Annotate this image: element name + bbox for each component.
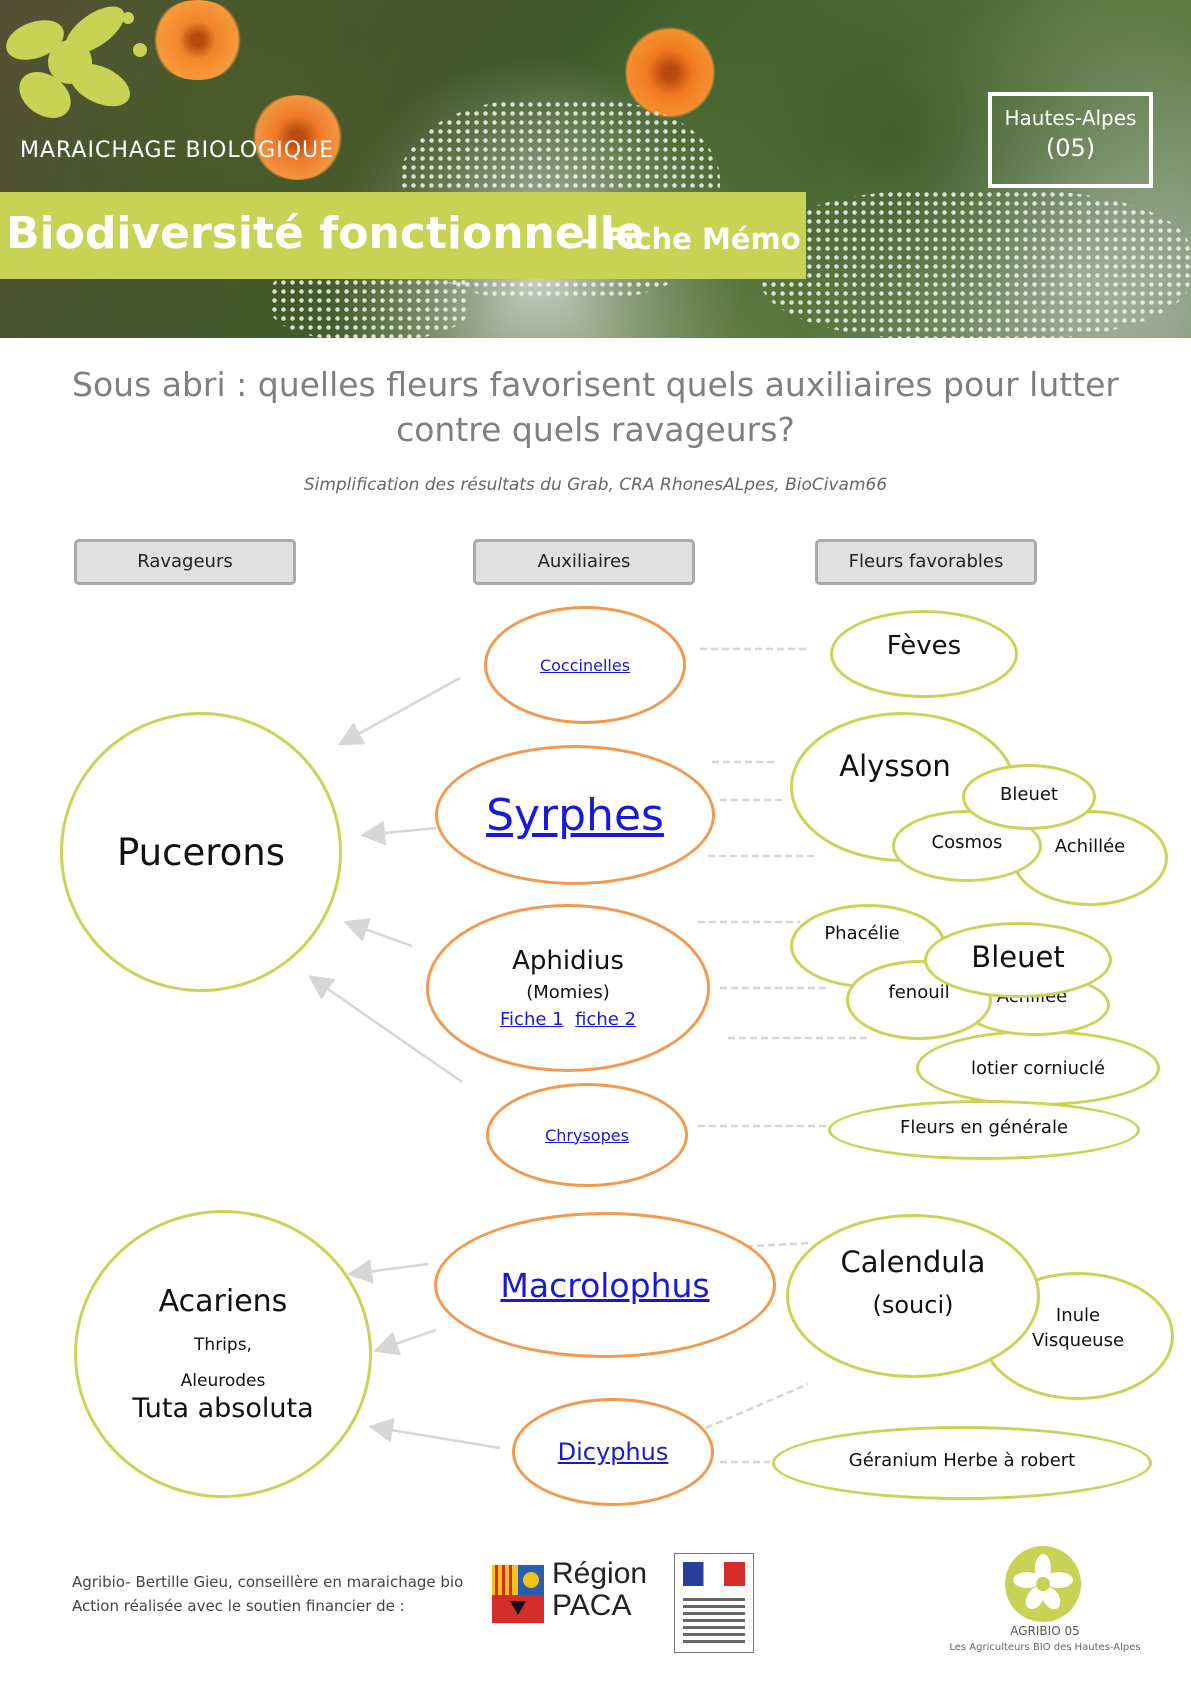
orange-flower-2 bbox=[250, 95, 345, 180]
column-header-ravageurs: Ravageurs bbox=[74, 539, 296, 585]
fleur-visqueuse-label: Visqueuse bbox=[1031, 1330, 1125, 1351]
region-name: Hautes-Alpes bbox=[1004, 106, 1137, 130]
fleur-achillee-label: Achillée bbox=[1054, 835, 1126, 857]
arrow-coccinelles-pucerons bbox=[337, 676, 461, 746]
main-question: Sous abri : quelles fleurs favorisent qu… bbox=[72, 365, 1119, 449]
link-macrolophus[interactable]: Macrolophus bbox=[500, 1265, 710, 1305]
ravageur-acariens: Acariens Thrips, Aleurodes Tuta absoluta bbox=[74, 1210, 372, 1498]
ministry-logo-icon bbox=[674, 1553, 754, 1653]
page-title: Biodiversité fonctionnelle bbox=[6, 208, 645, 259]
paca-line-1: Région bbox=[552, 1557, 648, 1590]
fleur-fenouil-label: fenouil bbox=[888, 981, 950, 1003]
arrow-macrolophus-acariens-1 bbox=[347, 1258, 429, 1284]
fleur-bleuet-label: Bleuet bbox=[1000, 783, 1058, 805]
fleur-souci-label: (souci) bbox=[872, 1291, 954, 1319]
orange-flower-1 bbox=[150, 0, 245, 80]
fleur-phacelie-label: Phacélie bbox=[824, 922, 900, 944]
paca-wordmark: Région PACA bbox=[552, 1558, 647, 1622]
arrow-syrphes-pucerons bbox=[360, 820, 437, 846]
ravageur-pucerons: Pucerons bbox=[60, 712, 342, 992]
fleur-bleuet: Bleuet bbox=[962, 764, 1096, 830]
auxiliaire-dicyphus[interactable]: Dicyphus bbox=[512, 1398, 714, 1506]
paca-line-2: PACA bbox=[552, 1589, 632, 1622]
ravageur-thrips-label: Thrips, bbox=[194, 1335, 252, 1355]
fleur-generale: Fleurs en générale bbox=[828, 1100, 1140, 1160]
auxiliaire-syrphes[interactable]: Syrphes bbox=[435, 745, 715, 885]
source-note: Simplification des résultats du Grab, CR… bbox=[303, 475, 888, 495]
ravageur-aleurodes-label: Aleurodes bbox=[180, 1371, 266, 1391]
agribio-logo-icon bbox=[1005, 1546, 1081, 1622]
arrow-aphidius-pucerons bbox=[343, 918, 413, 948]
fleur-alysson-label: Alysson bbox=[839, 749, 951, 783]
fleur-geranium: Géranium Herbe à robert bbox=[772, 1426, 1152, 1500]
credit-line-2: Action réalisée avec le soutien financie… bbox=[72, 1597, 405, 1615]
fleur-calendula-label: Calendula bbox=[840, 1245, 986, 1279]
white-flowers-2 bbox=[760, 190, 1190, 338]
fleur-bleuet-2-label: Bleuet bbox=[971, 940, 1065, 974]
auxiliaire-chrysopes[interactable]: Chrysopes bbox=[486, 1083, 688, 1187]
credit-line-1: Agribio- Bertille Gieu, conseillère en m… bbox=[72, 1573, 464, 1591]
paca-flag-icon bbox=[492, 1565, 544, 1623]
fleur-bleuet-2: Bleuet bbox=[924, 922, 1112, 998]
fleur-lotier-label: lotier corniuclé bbox=[970, 1057, 1106, 1079]
link-chrysopes[interactable]: Chrysopes bbox=[545, 1125, 629, 1145]
agribio-name: AGRIBIO 05 bbox=[1010, 1624, 1080, 1638]
auxiliaire-aphidius: Aphidius (Momies) Fiche 1 fiche 2 bbox=[426, 904, 710, 1072]
fleur-lotier: lotier corniuclé bbox=[916, 1030, 1160, 1106]
region-badge: Hautes-Alpes (05) bbox=[988, 92, 1153, 188]
page-subtitle: – Fiche Mémo bbox=[580, 222, 801, 256]
fleur-feves: Fèves bbox=[830, 610, 1018, 698]
fleur-generale-label: Fleurs en générale bbox=[899, 1116, 1069, 1138]
auxiliaire-macrolophus[interactable]: Macrolophus bbox=[434, 1212, 776, 1358]
link-coccinelles[interactable]: Coccinelles bbox=[539, 655, 631, 675]
column-header-auxiliaires: Auxiliaires bbox=[473, 539, 695, 585]
link-fiche-1[interactable]: Fiche 1 bbox=[500, 1009, 564, 1030]
header-label: MARAICHAGE BIOLOGIQUE bbox=[20, 138, 335, 163]
arrow-chrysopes-pucerons bbox=[307, 975, 463, 1084]
aphidius-label: Aphidius bbox=[512, 946, 624, 976]
footer-credit: Agribio- Bertille Gieu, conseillère en m… bbox=[72, 1570, 463, 1618]
fleur-geranium-label: Géranium Herbe à robert bbox=[848, 1449, 1076, 1471]
header-photo: MARAICHAGE BIOLOGIQUE Biodiversité fonct… bbox=[0, 0, 1191, 338]
column-header-fleurs: Fleurs favorables bbox=[815, 539, 1037, 585]
fleur-inule-label: Inule bbox=[1055, 1305, 1101, 1326]
agribio-tagline: Les Agriculteurs BIO des Hautes-Alpes bbox=[949, 1642, 1141, 1653]
aphidius-note: (Momies) bbox=[526, 982, 610, 1003]
fleur-cosmos-label: Cosmos bbox=[931, 831, 1003, 853]
fleur-calendula: Calendula (souci) bbox=[786, 1214, 1040, 1378]
link-fiche-2[interactable]: fiche 2 bbox=[575, 1009, 636, 1030]
arrow-macrolophus-acariens-2 bbox=[373, 1328, 437, 1356]
arrow-dicyphus-acariens bbox=[368, 1417, 501, 1450]
flower-logo-icon bbox=[6, 6, 147, 118]
link-dicyphus[interactable]: Dicyphus bbox=[557, 1438, 669, 1466]
dash-dicyphus-calendula bbox=[705, 1382, 809, 1430]
auxiliaire-coccinelles[interactable]: Coccinelles bbox=[484, 606, 686, 724]
region-code: (05) bbox=[1045, 134, 1096, 162]
ravageur-tuta-label: Tuta absoluta bbox=[132, 1393, 314, 1424]
title-band bbox=[0, 192, 806, 279]
fleur-feves-label: Fèves bbox=[886, 631, 962, 661]
orange-flower-3 bbox=[625, 25, 715, 120]
link-syrphes[interactable]: Syrphes bbox=[486, 789, 664, 841]
ravageur-pucerons-label: Pucerons bbox=[117, 830, 285, 874]
ravageur-acariens-label: Acariens bbox=[158, 1284, 288, 1319]
